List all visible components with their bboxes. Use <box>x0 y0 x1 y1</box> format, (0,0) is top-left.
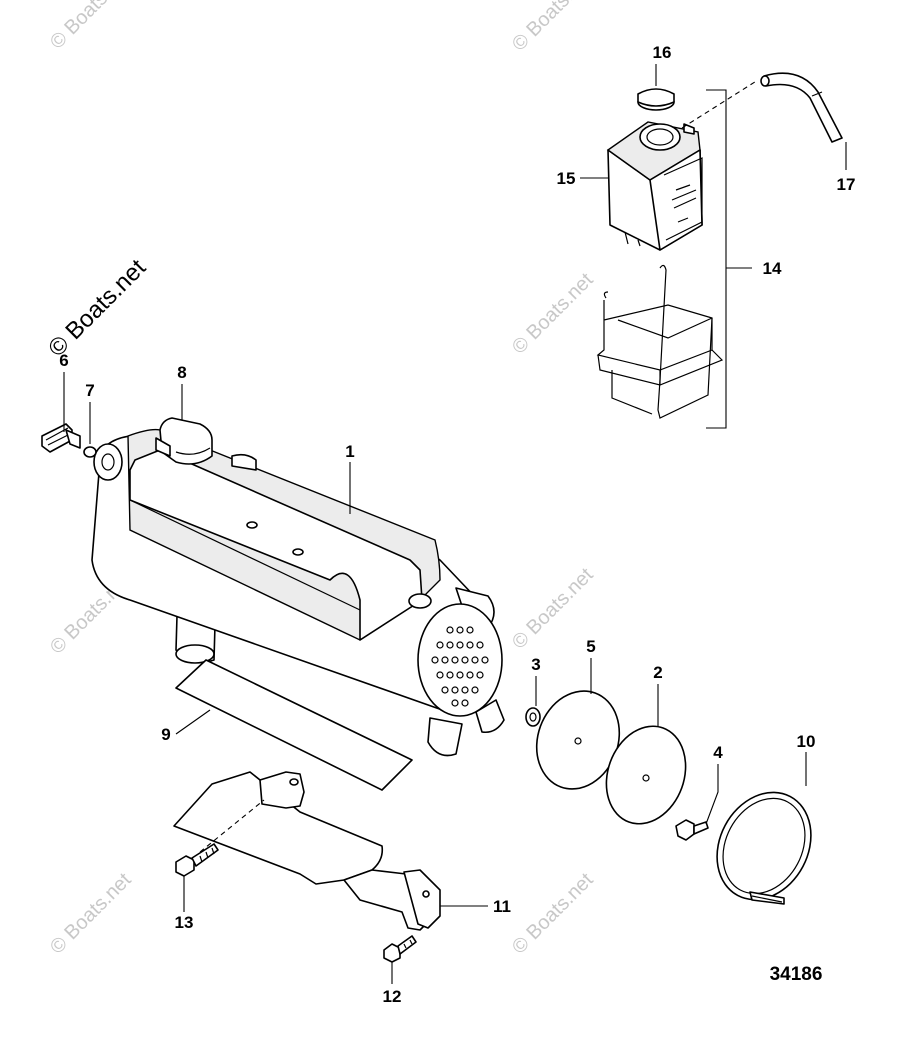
drain-plug <box>41 423 81 453</box>
tube-bundle <box>431 626 489 707</box>
callout-6: 6 <box>59 351 68 370</box>
end-gasket <box>535 690 621 790</box>
o-ring <box>525 707 541 727</box>
callout-9: 9 <box>161 725 170 744</box>
callout-10: 10 <box>797 732 816 751</box>
callout-15: 15 <box>557 169 576 188</box>
callout-13: 13 <box>175 913 194 932</box>
callout-11: 11 <box>493 897 511 916</box>
pressure-cap <box>155 417 213 465</box>
end-cover <box>605 725 687 825</box>
leader-lines <box>63 64 847 984</box>
sealing-washer <box>83 446 97 458</box>
bolt-12 <box>383 935 417 963</box>
gasket-sheet <box>175 659 413 791</box>
screw <box>675 819 709 841</box>
callout-3: 3 <box>531 655 540 674</box>
watermark: © Boats.net <box>508 564 598 654</box>
callout-4: 4 <box>713 743 723 762</box>
reservoir-tank <box>606 121 703 251</box>
callout-5: 5 <box>586 637 595 656</box>
watermark-primary: © Boats.net <box>43 254 151 362</box>
callout-14: 14 <box>763 259 782 278</box>
callout-labels: 1 2 3 4 5 6 7 8 9 10 11 12 13 14 15 16 1… <box>59 43 855 1006</box>
watermark: © Boats.net <box>508 869 598 959</box>
mounting-bracket <box>173 771 441 931</box>
heat-exchanger <box>91 428 505 757</box>
watermark: © Boats.net <box>46 0 136 54</box>
callout-1: 1 <box>345 442 354 461</box>
reservoir-bracket <box>596 264 724 419</box>
bolt-path-line <box>199 799 265 853</box>
callout-16: 16 <box>653 43 672 62</box>
watermark: © Boats.net <box>508 0 598 56</box>
callout-12: 12 <box>383 987 402 1006</box>
callout-2: 2 <box>653 663 662 682</box>
coolant-reservoir-assembly <box>596 72 843 429</box>
watermark: © Boats.net <box>46 869 136 959</box>
callout-17: 17 <box>837 175 856 194</box>
watermark: © Boats.net <box>508 269 598 359</box>
callout-8: 8 <box>177 363 186 382</box>
overflow-hose <box>760 72 843 143</box>
bolt-13 <box>175 843 219 877</box>
callout-14-bracket <box>706 89 752 429</box>
callout-7: 7 <box>85 381 94 400</box>
hose-clamp <box>716 791 812 905</box>
hose-routing-line <box>681 79 759 129</box>
diagram-reference-number: 34186 <box>770 964 823 985</box>
reservoir-cap <box>637 88 675 111</box>
